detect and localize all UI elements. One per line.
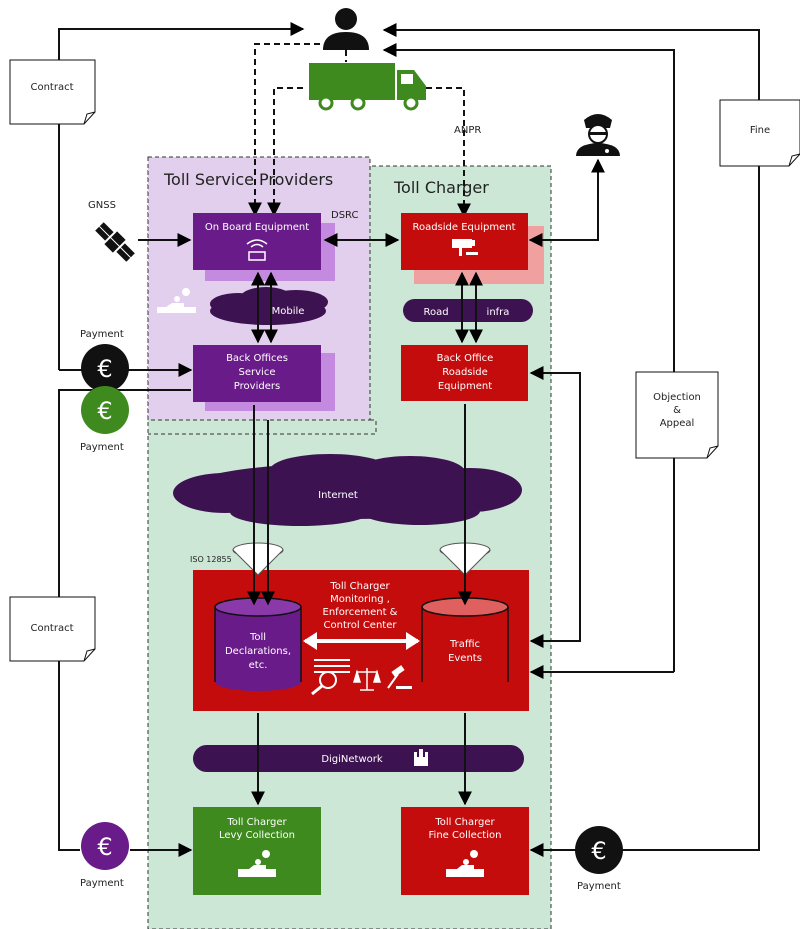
fine-label-1: Toll Charger — [434, 817, 495, 828]
levy-label-2: Levy Collection — [219, 830, 295, 841]
euro-symbol-green: € — [97, 397, 112, 425]
traffic-db-label-2: Events — [448, 653, 482, 664]
traffic-events-db — [421, 597, 509, 691]
contract-bottom-label: Contract — [30, 623, 73, 634]
payment-coin-green — [81, 386, 129, 434]
hand-coin-icon-tsp — [157, 288, 196, 313]
rse-label: Roadside Equipment — [412, 222, 515, 233]
objection-label-1: Objection — [653, 392, 701, 403]
bo-rse-box — [401, 345, 528, 401]
control-center-label-2: Monitoring , — [330, 594, 390, 605]
hand-coin-icon-fine — [446, 850, 484, 877]
obe-label: On Board Equipment — [205, 222, 309, 233]
control-center-label-3: Enforcement & — [323, 607, 398, 618]
bo-sp-label-1: Back Offices — [226, 353, 288, 364]
road-infra-label-right: infra — [487, 307, 510, 318]
hand-coin-icon-levy — [238, 850, 276, 877]
iso-label: ISO 12855 — [190, 555, 232, 564]
payment-label-mid: Payment — [80, 442, 124, 453]
police-icon — [576, 114, 620, 156]
satellite-icon — [95, 222, 135, 262]
toll-db-label-3: etc. — [249, 660, 268, 671]
gavel-icon — [387, 665, 412, 689]
gnss-label: GNSS — [88, 200, 116, 211]
bo-sp-box — [193, 345, 321, 402]
payment-coin-black-left — [81, 344, 129, 392]
objection-label-3: Appeal — [660, 418, 695, 429]
camera-icon — [452, 239, 478, 256]
internet-label: Internet — [318, 490, 358, 501]
euro-symbol-purple: € — [97, 833, 112, 861]
funnel-left — [232, 542, 284, 576]
fine-document — [719, 99, 800, 167]
levy-label-1: Toll Charger — [226, 817, 287, 828]
contract-document-top — [9, 59, 96, 125]
payment-label-top: Payment — [80, 329, 124, 340]
tsp-region-title: Toll Service Providers — [163, 170, 333, 189]
db-link-arrowhead-left — [303, 632, 317, 650]
obe-device-icon — [246, 239, 268, 261]
objection-appeal-document — [635, 371, 719, 459]
payment-coin-purple — [81, 822, 129, 870]
bo-rse-label-2: Roadside — [442, 367, 488, 378]
internet-cloud — [173, 454, 522, 526]
truck-icon — [309, 63, 426, 111]
bo-sp-label-3: Providers — [234, 381, 280, 392]
dsrc-label: DSRC — [331, 210, 358, 221]
euro-symbol-black-left: € — [97, 355, 112, 383]
payment-coin-black-right — [575, 826, 623, 874]
bo-sp-label-2: Service — [239, 367, 276, 378]
control-center-label-4: Control Center — [324, 620, 398, 631]
scales-icon — [352, 668, 382, 691]
fine-collection-box — [401, 807, 529, 895]
diginetwork-pill — [193, 745, 524, 772]
euro-symbol-black-right: € — [591, 837, 606, 865]
toll-db-label-1: Toll — [249, 632, 266, 643]
contract-top-label: Contract — [30, 82, 73, 93]
db-link-arrowhead-right — [406, 632, 420, 650]
diginetwork-label: DigiNetwork — [321, 754, 383, 765]
mobile-label: Mobile — [272, 306, 305, 317]
levy-collection-box — [193, 807, 321, 895]
user-icon — [323, 8, 369, 50]
road-infra-label-left: Road — [423, 307, 448, 318]
bo-rse-label-1: Back Office — [437, 353, 494, 364]
data-magnifier-icon — [311, 659, 350, 696]
fine-label-2: Fine Collection — [429, 830, 502, 841]
objection-label-2: & — [673, 405, 681, 416]
dashed-links — [248, 43, 471, 218]
anpr-label: ANPR — [454, 125, 481, 136]
tsp-region-boundary — [148, 419, 377, 435]
connectors — [58, 22, 760, 857]
castle-icon — [414, 749, 428, 766]
contract-document-bottom — [9, 596, 96, 662]
toll-declarations-db — [214, 597, 302, 691]
tc-region-title: Toll Charger — [393, 178, 489, 197]
bo-rse-label-3: Equipment — [438, 381, 492, 392]
toll-db-label-2: Declarations, — [225, 646, 291, 657]
payment-label-bottom-left: Payment — [80, 878, 124, 889]
control-center-label-1: Toll Charger — [329, 581, 390, 592]
payment-label-bottom-right: Payment — [577, 881, 621, 892]
traffic-db-label-1: Traffic — [449, 639, 480, 650]
fine-doc-label: Fine — [750, 125, 770, 136]
